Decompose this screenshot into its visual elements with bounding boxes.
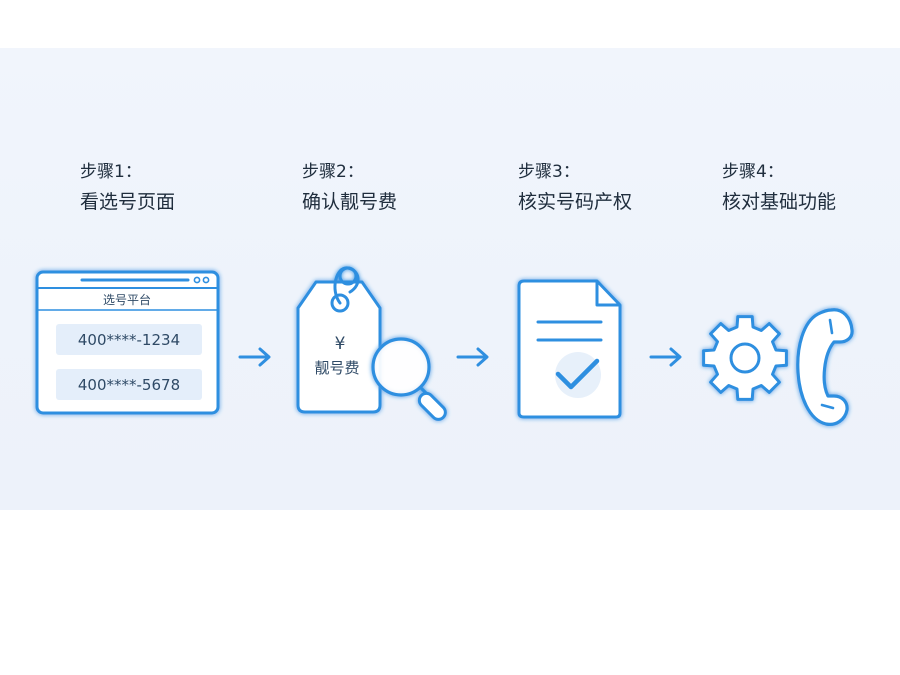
step-1-label: 步骤1：: [80, 162, 142, 182]
arrow-right-icon: [649, 347, 682, 367]
step-3-description: 核实号码产权: [518, 190, 633, 213]
step-2-description: 确认靓号费: [302, 190, 398, 213]
gear-icon: [702, 315, 788, 401]
step-3-title: 步骤3： 核实号码产权: [518, 161, 632, 216]
step-4-description: 核对基础功能: [722, 190, 837, 213]
browser-window-icon: [35, 270, 220, 415]
phone-number-1: 400****-1234: [78, 331, 180, 349]
step-3-label: 步骤3：: [518, 162, 580, 182]
arrow-right-icon: [456, 347, 489, 367]
step-2-title: 步骤2： 确认靓号费: [302, 161, 397, 216]
step-4-label: 步骤4：: [722, 162, 784, 182]
browser-header-text: 选号平台: [103, 292, 151, 307]
arrow-right-icon: [238, 347, 271, 367]
step-2-label: 步骤2：: [302, 162, 364, 182]
step-4-title: 步骤4： 核对基础功能: [722, 161, 836, 216]
document-check-icon: [517, 279, 622, 419]
step-1-title: 步骤1： 看选号页面: [80, 161, 175, 216]
tag-text: 靓号费: [314, 359, 359, 377]
step-1-description: 看选号页面: [80, 190, 176, 213]
magnifier-icon: [371, 337, 447, 421]
price-tag-icon: [296, 266, 382, 414]
phone-number-2: 400****-5678: [78, 376, 180, 394]
yuan-symbol: ¥: [335, 334, 346, 354]
phone-handset-icon: [796, 308, 854, 426]
